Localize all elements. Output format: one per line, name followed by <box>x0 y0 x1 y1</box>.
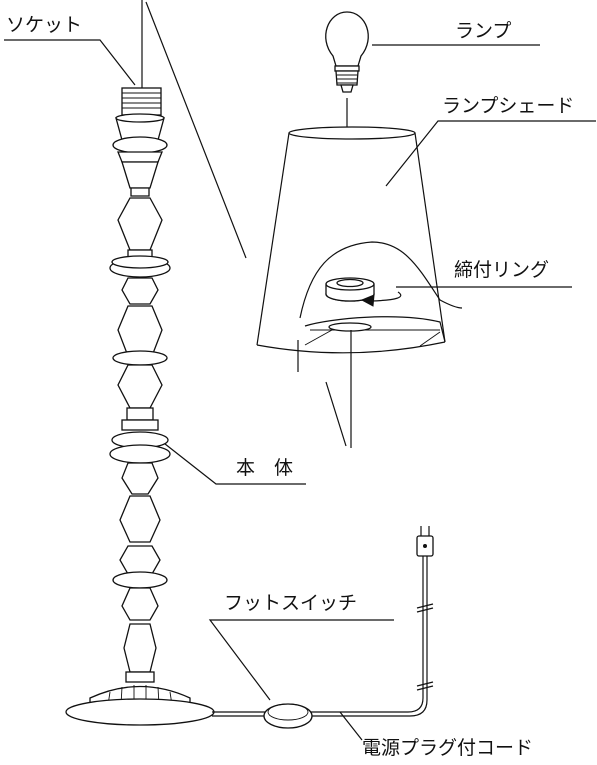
foot-switch <box>263 703 313 729</box>
power-plug <box>416 526 434 557</box>
lamp-body <box>65 87 215 726</box>
lamp-bulb <box>325 11 369 134</box>
fastening-ring <box>325 277 402 307</box>
label-body: 本 体 <box>236 457 293 479</box>
label-foot-switch: フットスイッチ <box>224 592 357 614</box>
label-lamp: ランプ <box>455 20 511 42</box>
assembly-guide-line-2 <box>325 381 347 447</box>
label-socket: ソケット <box>6 14 82 36</box>
leader-lines <box>4 0 596 741</box>
lamp-shade <box>256 126 463 354</box>
label-cord: 電源プラグ付コード <box>362 737 533 759</box>
power-cord <box>212 555 434 717</box>
label-lamp-shade: ランプシェード <box>442 95 574 117</box>
label-fastening-ring: 締付リング <box>454 259 549 281</box>
